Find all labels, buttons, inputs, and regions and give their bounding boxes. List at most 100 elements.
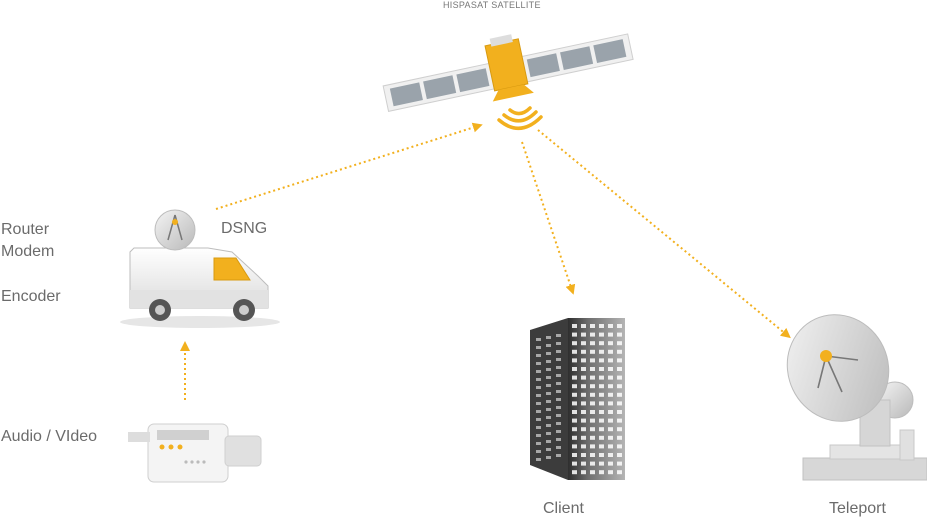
building-window (590, 470, 595, 475)
building-window (590, 410, 595, 414)
building-window (536, 434, 541, 437)
building-window (608, 341, 613, 346)
building-window (572, 367, 577, 371)
building-window (617, 470, 622, 475)
building-window (581, 435, 586, 440)
building-window (590, 324, 595, 328)
building-window (546, 424, 551, 427)
building-window (608, 392, 613, 397)
building-window (556, 438, 561, 441)
building-window (536, 442, 541, 445)
building-window (608, 470, 613, 475)
building-window (590, 332, 595, 337)
building-window (581, 461, 586, 466)
building-window (581, 375, 586, 380)
building-window (546, 336, 551, 339)
building-window (572, 418, 577, 423)
building-window (608, 349, 613, 354)
building-window (556, 366, 561, 369)
building-window (590, 392, 595, 397)
building-window (536, 378, 541, 381)
building-window (581, 384, 586, 389)
building-window (581, 392, 586, 397)
building-window (556, 358, 561, 361)
link-satellite-to-client (521, 141, 576, 295)
signal-links (180, 122, 791, 400)
building-window (556, 446, 561, 449)
building-window (536, 458, 541, 461)
teleport-label: Teleport (829, 500, 886, 517)
building-window (536, 394, 541, 397)
building-window (608, 418, 613, 423)
building-window (608, 332, 613, 337)
building-window (572, 435, 577, 440)
building-window (572, 341, 577, 346)
building-window (608, 461, 613, 466)
building-window (536, 370, 541, 373)
building-window (599, 410, 604, 414)
building-window (599, 418, 604, 423)
building-window (546, 400, 551, 403)
building-window (556, 350, 561, 353)
building-window (590, 461, 595, 466)
dsng-van-icon (120, 209, 280, 328)
client-label: Client (543, 500, 584, 517)
teleport-dish-icon (786, 314, 927, 481)
building-window (590, 427, 595, 432)
building-window (617, 418, 622, 423)
building-window (599, 349, 604, 354)
building-window (572, 444, 577, 449)
building-window (608, 367, 613, 371)
building-window (556, 406, 561, 409)
building-window (617, 453, 622, 457)
building-window (556, 414, 561, 417)
building-window (546, 360, 551, 363)
building-window (556, 382, 561, 385)
building-window (572, 392, 577, 397)
building-window (536, 386, 541, 389)
encoder-label: Encoder (1, 288, 61, 305)
router-label: Router (1, 221, 50, 238)
building-window (599, 470, 604, 475)
building-window (599, 435, 604, 440)
building-window (617, 461, 622, 466)
building-window (599, 392, 604, 397)
building-window (581, 332, 586, 337)
building-window (608, 427, 613, 432)
building-window (617, 341, 622, 346)
building-window (581, 418, 586, 423)
building-window (572, 470, 577, 475)
building-window (581, 349, 586, 354)
building-window (581, 444, 586, 449)
audio-video-label: Audio / VIdeo (1, 428, 98, 445)
building-window (581, 341, 586, 346)
building-window (617, 375, 622, 380)
building-window (617, 427, 622, 432)
building-window (581, 358, 586, 363)
building-window (536, 418, 541, 421)
building-window (590, 418, 595, 423)
building-window (590, 358, 595, 363)
building-window (572, 453, 577, 457)
building-window (546, 368, 551, 371)
building-window (617, 349, 622, 354)
building-window (599, 444, 604, 449)
building-window (546, 448, 551, 451)
building-window (617, 435, 622, 440)
building-window (572, 332, 577, 337)
building-window (581, 367, 586, 371)
building-window (617, 358, 622, 363)
signal-waves-icon (497, 106, 543, 130)
building-window (536, 426, 541, 429)
building-window (599, 358, 604, 363)
building-window (572, 410, 577, 414)
building-window (536, 362, 541, 365)
building-window (608, 375, 613, 380)
building-window (556, 374, 561, 377)
building-window (536, 410, 541, 413)
building-window (608, 358, 613, 363)
building-window (556, 342, 561, 345)
building-window (581, 470, 586, 475)
building-window (599, 401, 604, 406)
